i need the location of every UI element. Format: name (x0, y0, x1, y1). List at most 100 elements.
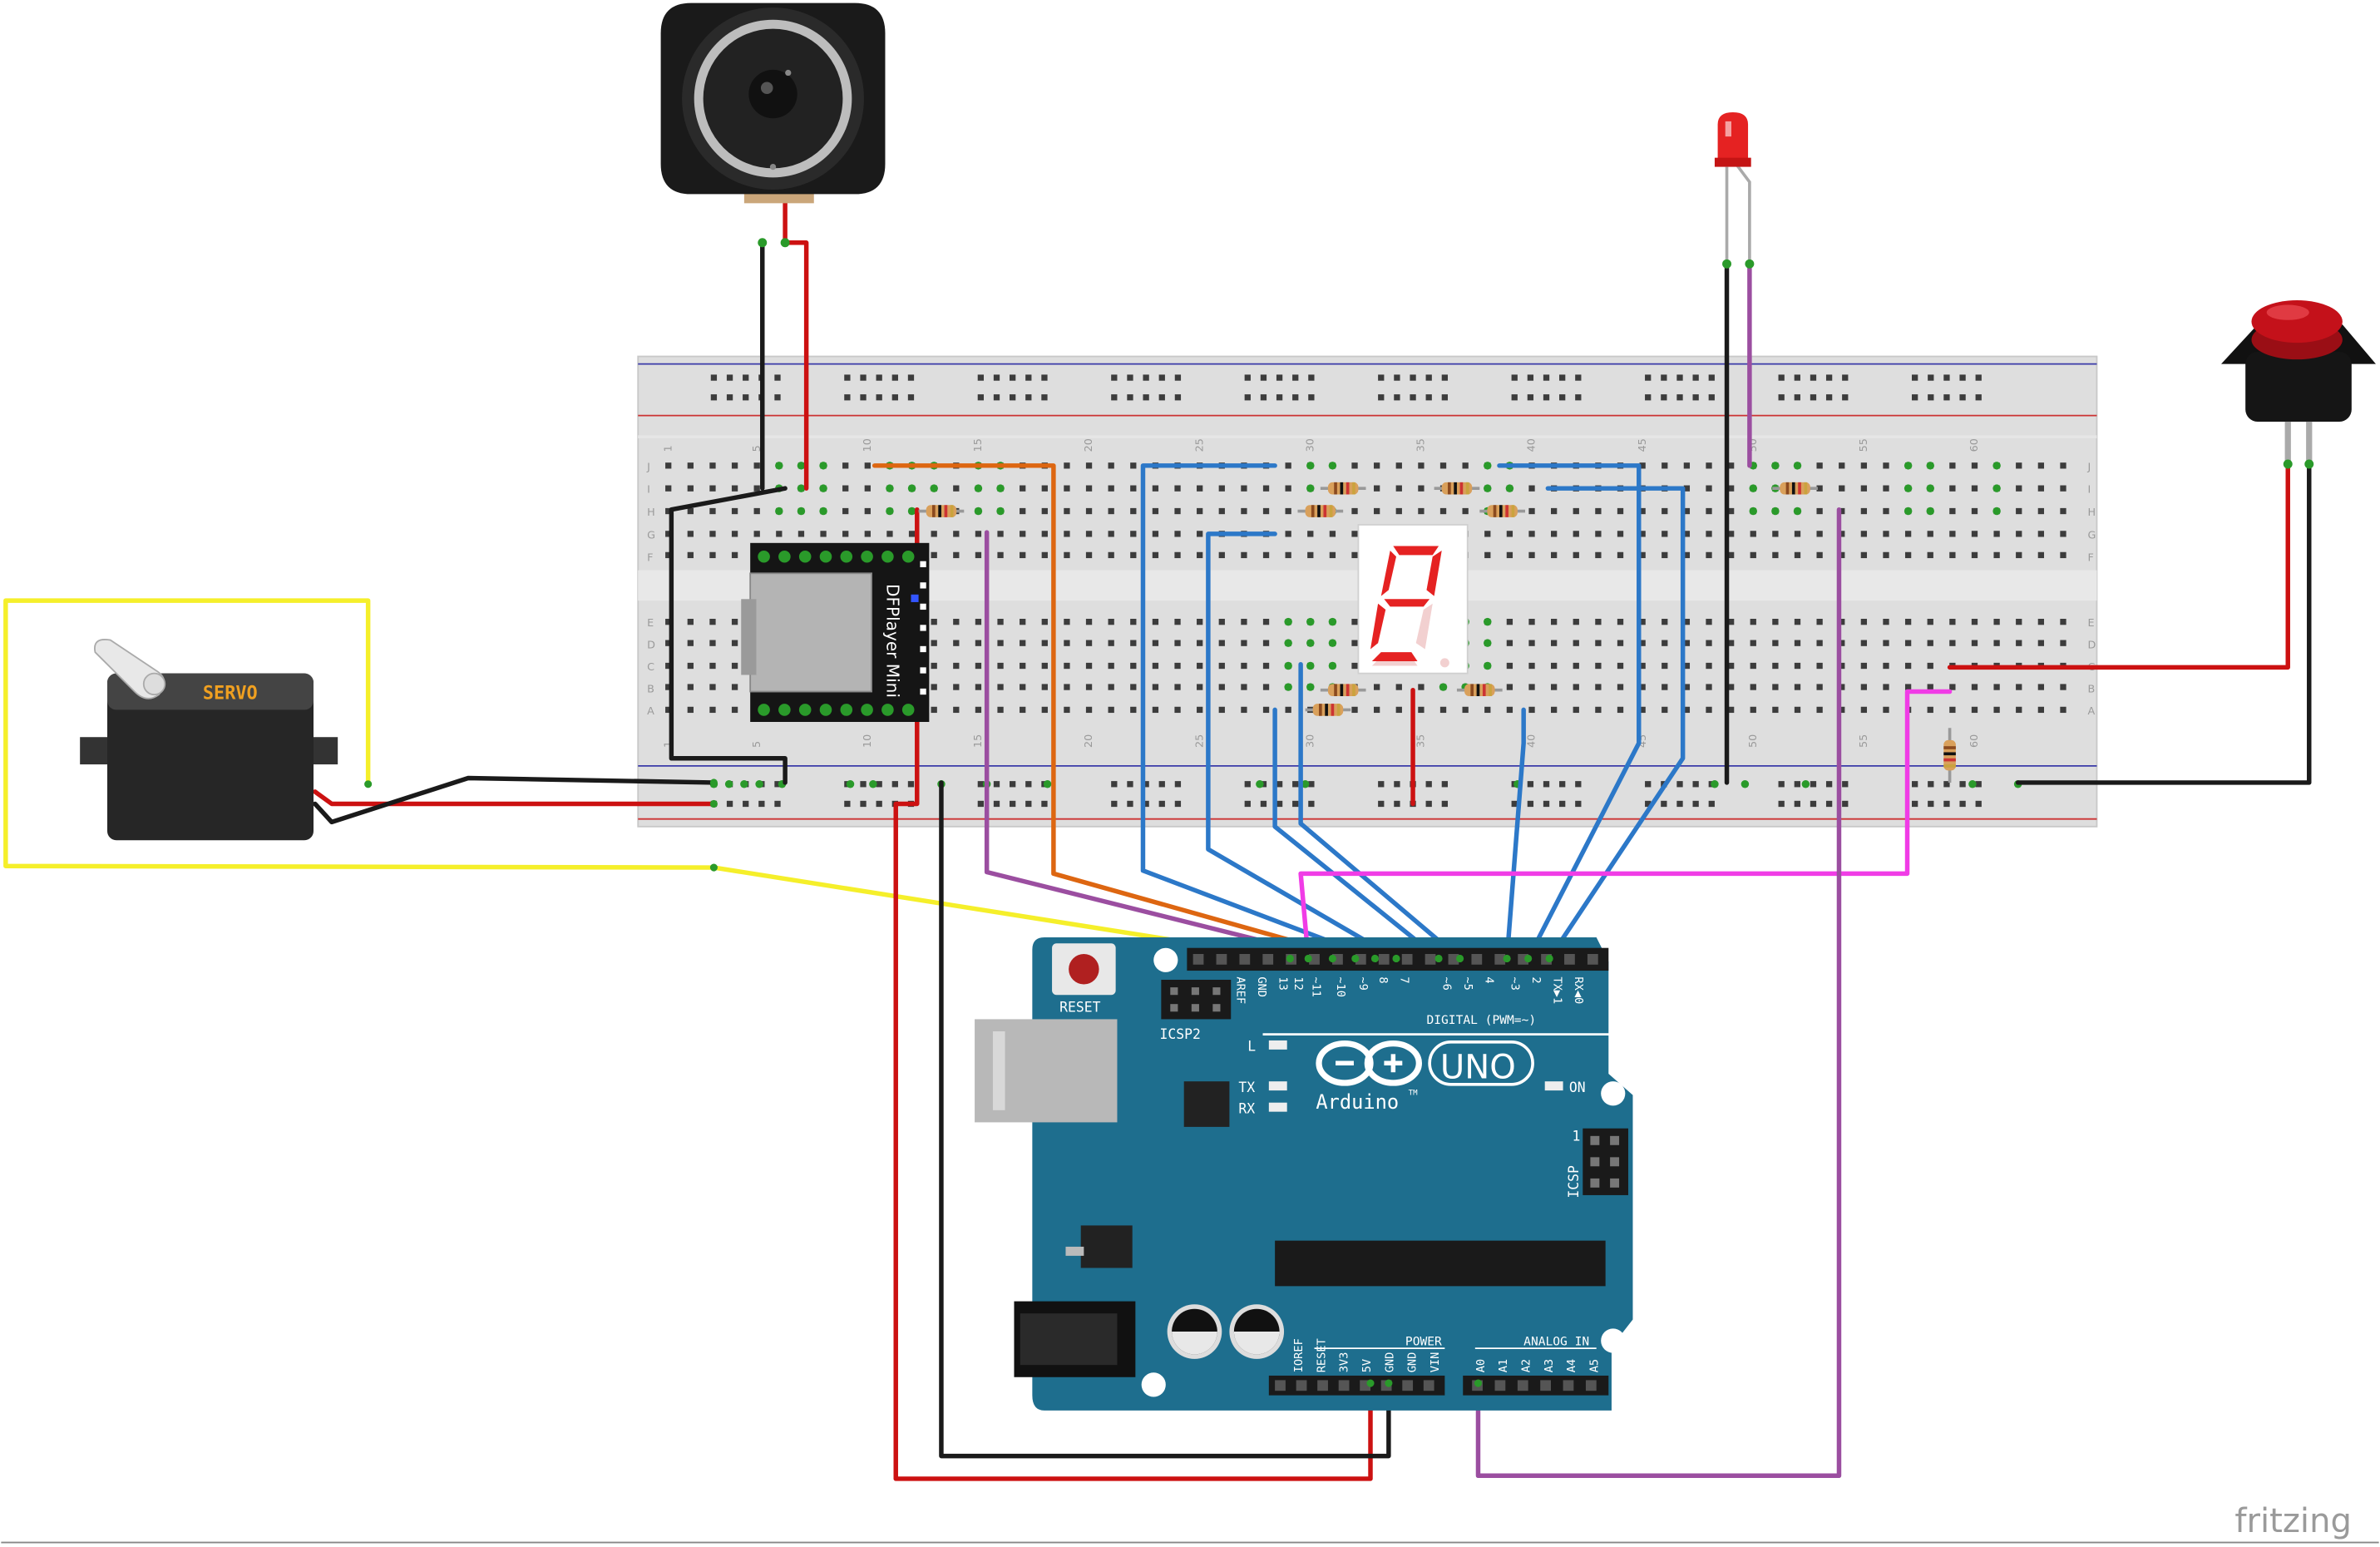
rail-hole (1778, 800, 1785, 808)
breadboard-hole (1993, 706, 2000, 714)
orange-wire (872, 463, 1358, 961)
breadboard-hole (1020, 662, 1026, 670)
breadboard-hole (1595, 684, 1602, 690)
breadboard-hole (1639, 551, 1646, 559)
breadboard-hole (997, 551, 1004, 559)
pin-label: 7 (1397, 976, 1410, 983)
connected-hole (819, 507, 827, 516)
column-number: 15 (972, 734, 985, 748)
connected-hole (740, 780, 748, 788)
blue-wire-7 (1545, 486, 1686, 961)
rail-hole (743, 374, 749, 381)
breadboard-hole (1971, 531, 1978, 537)
module-pin (861, 704, 873, 716)
breadboard-hole (2016, 462, 2022, 469)
rail-hole (774, 800, 781, 808)
header-pin (1517, 1380, 1528, 1391)
breadboard-hole (975, 640, 982, 646)
rail-hole (1378, 394, 1385, 401)
breadboard-hole (1551, 640, 1558, 646)
breadboard-hole (1064, 640, 1070, 646)
connected-hole (797, 462, 806, 470)
rail-hole (1308, 800, 1315, 808)
breadboard-hole (1418, 684, 1425, 690)
breadboard-hole (1573, 662, 1579, 670)
rail-hole (1308, 374, 1315, 381)
rail-hole (726, 394, 733, 401)
breadboard-hole (1174, 640, 1181, 646)
breadboard-hole (1750, 531, 1756, 537)
rail-hole (993, 394, 1000, 401)
breadboard-hole (1573, 640, 1579, 646)
breadboard-hole (1351, 706, 1358, 714)
rail-hole (1708, 800, 1715, 808)
rail-hole (1041, 394, 1048, 401)
connected-hole (1306, 484, 1315, 492)
breadboard-hole (1528, 640, 1535, 646)
breadboard-hole (842, 485, 849, 492)
breadboard-hole (1285, 706, 1291, 714)
rail-hole (1943, 374, 1950, 381)
breadboard-hole (731, 662, 738, 670)
rail-hole (1778, 781, 1785, 788)
column-number: 25 (1193, 438, 1206, 452)
breadboard-hole (1241, 662, 1247, 670)
breadboard-hole (1706, 619, 1712, 625)
breadboard-hole (709, 662, 716, 670)
breadboard-hole (1064, 619, 1070, 625)
breadboard-hole (1727, 462, 1735, 469)
breadboard-hole (1993, 640, 2000, 646)
connected-hole (1749, 507, 1757, 516)
pin-label: 13 (1276, 976, 1290, 990)
rail-hole (1661, 394, 1667, 401)
breadboard-hole (1374, 684, 1380, 690)
connected-hole (1484, 639, 1492, 647)
connected-hole (1711, 780, 1719, 788)
breadboard-hole (1395, 507, 1402, 515)
header-pin (1338, 1380, 1350, 1391)
breadboard-hole (1197, 531, 1203, 537)
pin-label: ~9 (1356, 976, 1370, 990)
connected-hole (886, 507, 894, 516)
breadboard-hole (1639, 531, 1646, 537)
breadboard-hole (1152, 706, 1159, 714)
rail-hole (891, 781, 898, 788)
breadboard-hole (1551, 551, 1558, 559)
breadboard-hole (2037, 507, 2045, 515)
module-pin (819, 550, 832, 563)
breadboard-hole (1883, 551, 1889, 559)
breadboard-hole (1262, 619, 1270, 625)
rail-hole (1292, 781, 1299, 788)
header-pin (1564, 954, 1575, 965)
rail-hole (1158, 781, 1165, 788)
module-pin (778, 550, 791, 563)
rail-hole (1025, 800, 1032, 808)
rail-hole (710, 394, 718, 401)
row-letter: J (2087, 461, 2091, 473)
rail-hole (1559, 374, 1566, 381)
rail-hole (1559, 781, 1566, 788)
breadboard-hole (1551, 507, 1558, 515)
breadboard-hole (931, 551, 937, 559)
breadboard-hole (1839, 684, 1845, 690)
rail-hole (1410, 374, 1416, 381)
module-pin (840, 550, 853, 563)
pin-label: 8 (1376, 976, 1390, 983)
breadboard-hole (1727, 551, 1735, 559)
breadboard-hole (1573, 531, 1579, 537)
breadboard-hole (1927, 662, 1933, 670)
board-brand: Arduino (1316, 1090, 1399, 1114)
module-pin (920, 645, 926, 653)
breadboard-hole (1152, 507, 1159, 515)
breadboard-hole (1949, 531, 1956, 537)
rail-hole (743, 800, 749, 808)
breadboard-hole (687, 684, 694, 690)
breadboard-hole (1727, 485, 1735, 492)
breadboard-hole (731, 684, 738, 690)
breadboard-hole (997, 619, 1004, 625)
breadboard-hole (953, 531, 960, 537)
rail-hole (1425, 800, 1432, 808)
breadboard-hole (1020, 531, 1026, 537)
